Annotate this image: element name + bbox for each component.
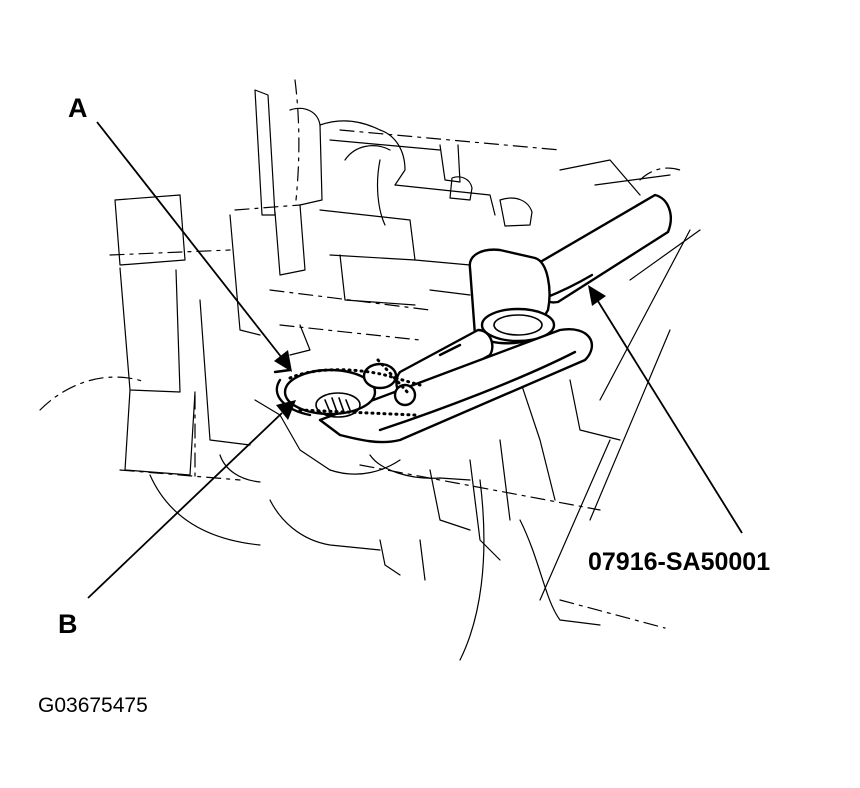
engine-bay-background bbox=[39, 79, 701, 661]
callout-leaders bbox=[87, 121, 743, 599]
special-tool-07916-SA50001 bbox=[273, 193, 672, 444]
callout-b-label: B bbox=[58, 609, 78, 639]
tool-number-label: 07916-SA50001 bbox=[588, 548, 770, 576]
callout-a-label: A bbox=[68, 93, 88, 123]
figure-id-label: G03675475 bbox=[38, 694, 148, 717]
